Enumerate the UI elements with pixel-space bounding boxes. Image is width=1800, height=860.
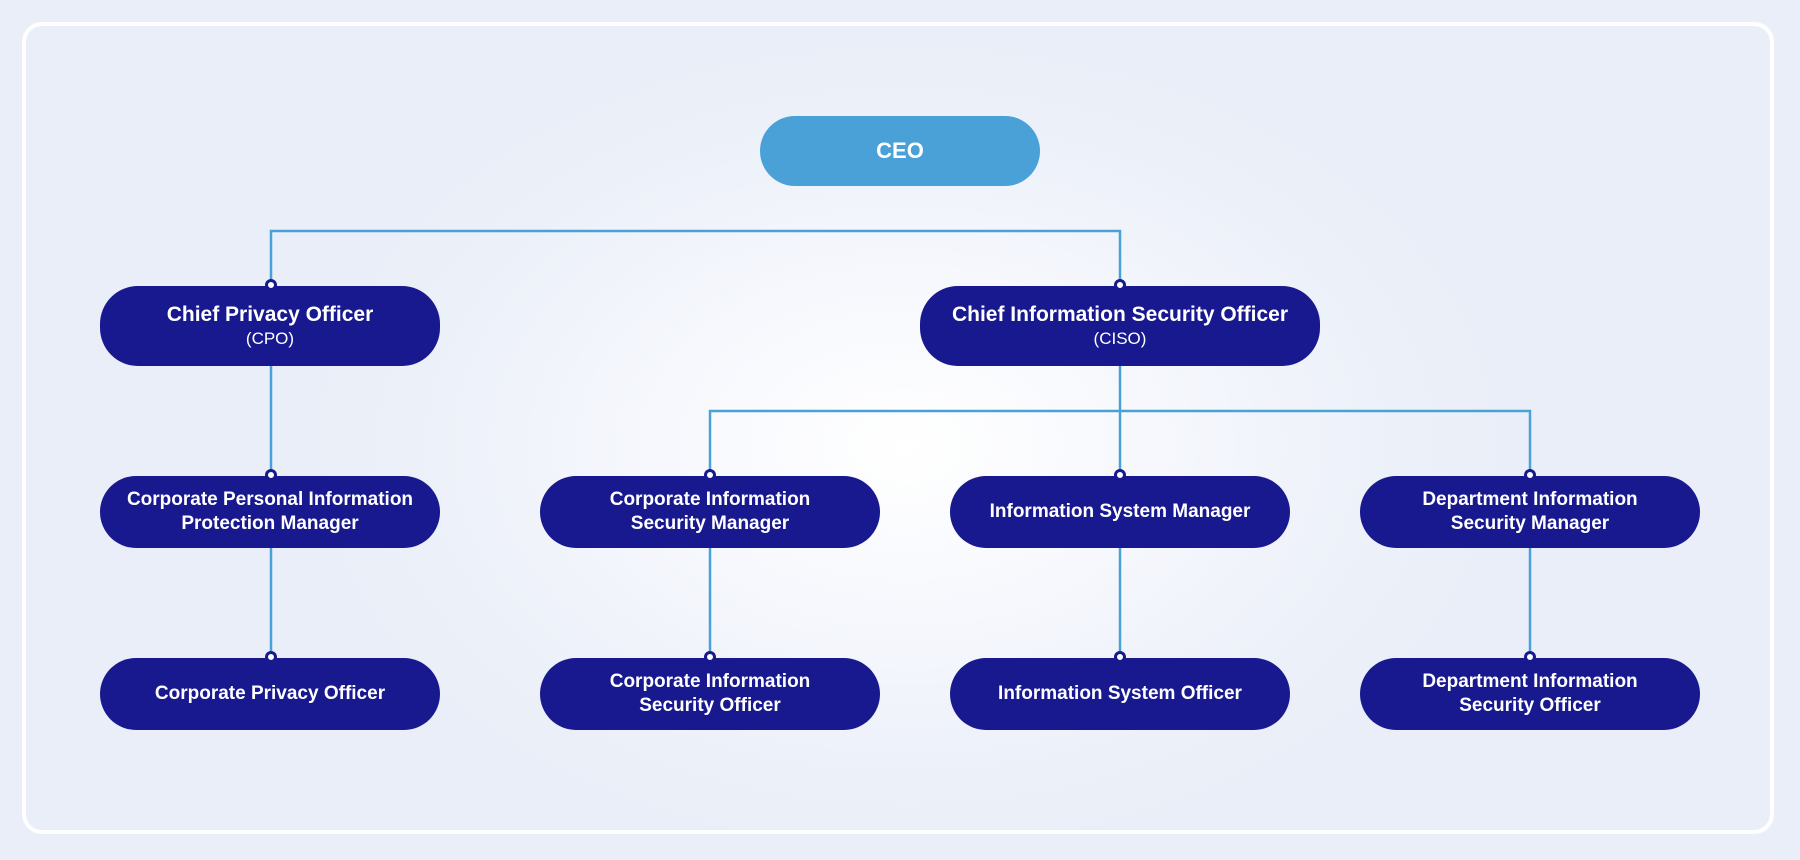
officer-node-corporate-privacy[interactable]: Corporate Privacy Officer: [100, 658, 440, 730]
officer-label: Department Information Security Officer: [1422, 671, 1638, 716]
officer-label: Corporate Information Security Officer: [609, 671, 811, 716]
connector-ceo-to-chiefs: [269, 229, 1122, 285]
manager-label: Corporate Personal Information Protectio…: [126, 489, 414, 534]
ceo-label: CEO: [876, 138, 924, 163]
connector-dot: [265, 279, 277, 291]
cpo-node[interactable]: Chief Privacy Officer (CPO): [100, 286, 440, 366]
manager-label: Information System Manager: [989, 501, 1251, 522]
manager-node-corporate-info-security[interactable]: Corporate Information Security Manager: [540, 476, 880, 548]
connector-dot: [1524, 469, 1536, 481]
officer-label: Information System Officer: [998, 683, 1242, 704]
manager-node-information-system[interactable]: Information System Manager: [950, 476, 1290, 548]
ceo-node[interactable]: CEO: [760, 116, 1040, 186]
ciso-title: Chief Information Security Officer: [951, 303, 1289, 326]
connector-dot: [704, 469, 716, 481]
connector-dot: [265, 651, 277, 663]
cpo-title: Chief Privacy Officer: [166, 303, 374, 326]
ciso-abbr: (CISO): [1093, 329, 1147, 348]
connector-dot: [1524, 651, 1536, 663]
manager-label: Department Information Security Manager: [1422, 489, 1638, 534]
cpo-abbr: (CPO): [245, 329, 295, 348]
manager-node-corporate-personal-info[interactable]: Corporate Personal Information Protectio…: [100, 476, 440, 548]
ciso-node[interactable]: Chief Information Security Officer (CISO…: [920, 286, 1320, 366]
connector-ciso-to-managers: [708, 409, 1532, 475]
connector-dot: [1114, 469, 1126, 481]
manager-node-department-info-security[interactable]: Department Information Security Manager: [1360, 476, 1700, 548]
officer-node-department-info-security[interactable]: Department Information Security Officer: [1360, 658, 1700, 730]
officer-node-information-system[interactable]: Information System Officer: [950, 658, 1290, 730]
connector-dot: [1114, 279, 1126, 291]
connector-dot: [265, 469, 277, 481]
officer-label: Corporate Privacy Officer: [154, 683, 386, 704]
manager-label: Corporate Information Security Manager: [609, 489, 811, 534]
officer-node-corporate-info-security[interactable]: Corporate Information Security Officer: [540, 658, 880, 730]
connector-dot: [704, 651, 716, 663]
connector-dot: [1114, 651, 1126, 663]
